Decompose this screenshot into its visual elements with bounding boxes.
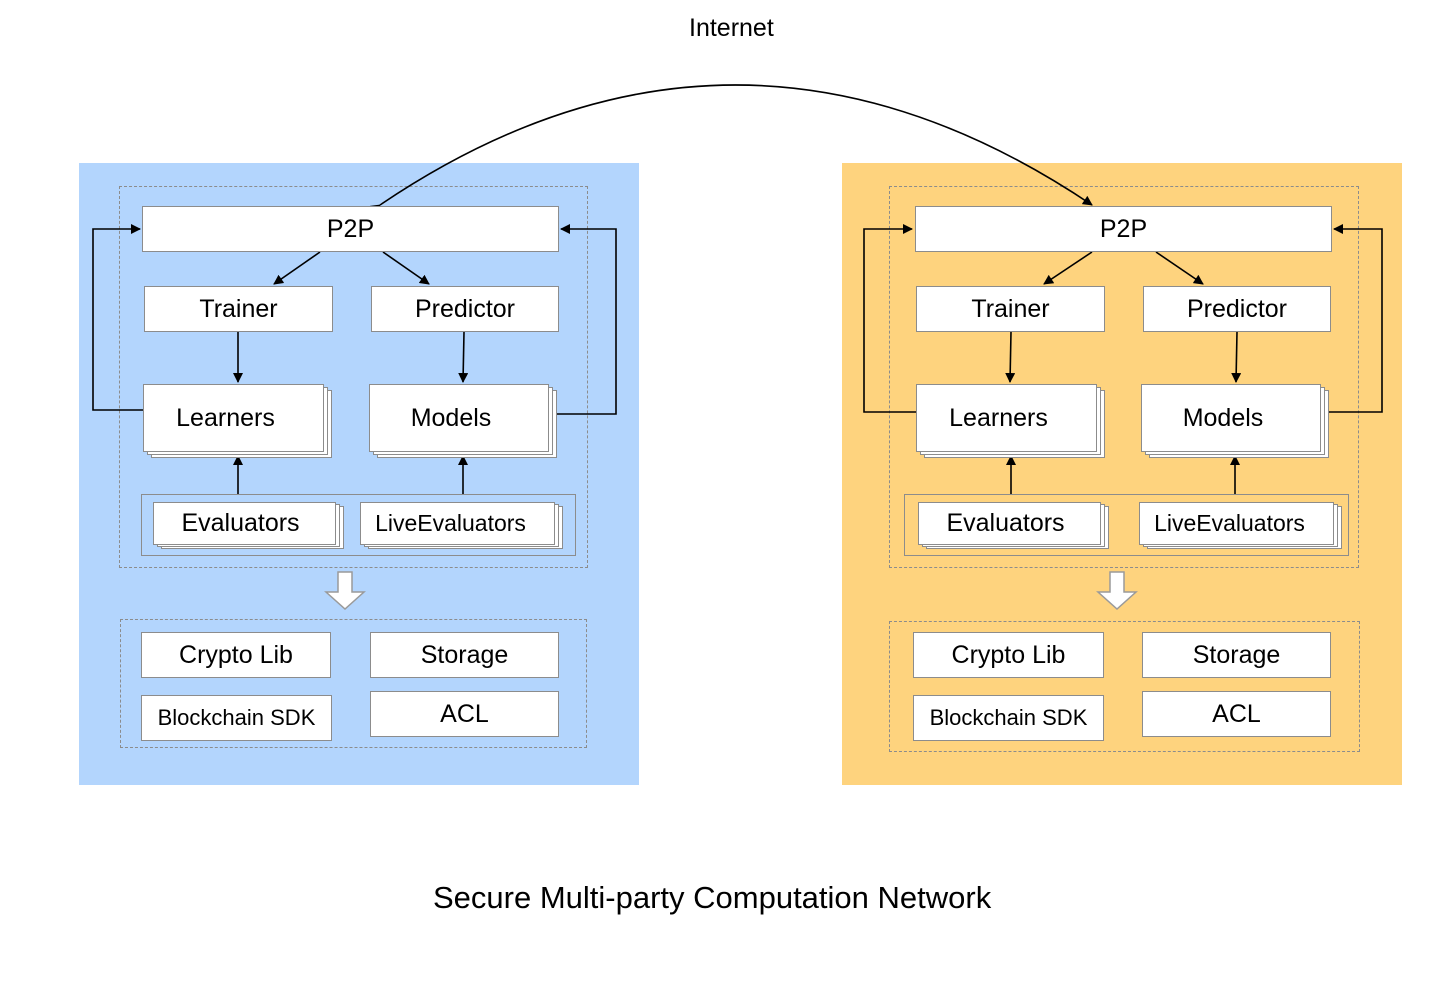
right-evaluators-box: Evaluators — [918, 502, 1101, 545]
right-blockchain-sdk-label: Blockchain SDK — [929, 705, 1088, 730]
left-p2p-label: P2P — [326, 214, 375, 243]
left-infra-group — [120, 619, 587, 748]
right-storage-box: Storage — [1142, 632, 1331, 678]
right-learners-label: Learners — [949, 403, 1048, 432]
right-p2p-label: P2P — [1099, 214, 1148, 243]
left-storage-box: Storage — [370, 632, 559, 678]
left-storage-label: Storage — [420, 640, 509, 669]
right-core-group — [889, 186, 1359, 568]
right-learners-to-p2p-arrow — [863, 224, 916, 413]
left-core-group — [119, 186, 588, 568]
left-p2p-to-predictor-arrow — [382, 251, 430, 285]
left-models-to-p2p-arrow — [545, 224, 617, 415]
right-models-box: Models — [1141, 384, 1321, 452]
diagram-title: Secure Multi-party Computation Network — [433, 880, 992, 915]
left-trainer-label: Trainer — [199, 294, 278, 323]
left-crypto-lib-box: Crypto Lib — [141, 632, 331, 678]
left-predictor-label: Predictor — [414, 294, 516, 323]
right-trainer-label: Trainer — [971, 294, 1050, 323]
right-crypto-lib-box: Crypto Lib — [913, 632, 1104, 678]
right-live-evaluators-label: LiveEvaluators — [1154, 510, 1305, 536]
internet-label: Internet — [689, 14, 774, 42]
right-hollow-down-arrow — [1096, 571, 1138, 611]
left-evaluators-group — [141, 494, 576, 556]
right-acl-label: ACL — [1212, 699, 1261, 728]
left-blockchain-sdk-box: Blockchain SDK — [141, 695, 332, 741]
right-p2p-to-predictor-arrow — [1155, 251, 1204, 285]
left-learners-to-p2p-arrow — [92, 224, 143, 411]
right-crypto-lib-label: Crypto Lib — [951, 640, 1066, 669]
right-trainer-box: Trainer — [916, 286, 1105, 332]
left-crypto-lib-label: Crypto Lib — [179, 640, 293, 669]
left-trainer-box: Trainer — [144, 286, 333, 332]
right-storage-label: Storage — [1192, 640, 1281, 669]
right-evaluators-group — [904, 494, 1349, 556]
right-node-panel — [842, 163, 1402, 785]
left-live-evaluators-box: LiveEvaluators — [360, 502, 555, 545]
right-predictor-label: Predictor — [1186, 294, 1288, 323]
right-trainer-to-learners-arrow — [1005, 331, 1016, 383]
left-hollow-down-arrow — [324, 571, 366, 611]
left-predictor-to-models-arrow — [458, 331, 469, 383]
left-evaluators-label: Evaluators — [181, 509, 300, 537]
left-learners-box: Learners — [143, 384, 324, 452]
right-models-to-p2p-arrow — [1318, 224, 1383, 413]
left-models-label: Models — [410, 403, 492, 432]
right-predictor-to-models-arrow — [1231, 331, 1242, 383]
left-live-evaluators-label: LiveEvaluators — [375, 510, 526, 536]
right-live-evaluators-box: LiveEvaluators — [1139, 502, 1334, 545]
right-acl-box: ACL — [1142, 691, 1331, 737]
left-models-box: Models — [369, 384, 549, 452]
right-learners-box: Learners — [916, 384, 1097, 452]
right-predictor-box: Predictor — [1143, 286, 1331, 332]
left-acl-box: ACL — [370, 691, 559, 737]
left-predictor-box: Predictor — [371, 286, 559, 332]
right-blockchain-sdk-box: Blockchain SDK — [913, 695, 1104, 741]
internet-link-arrow — [369, 84, 1093, 215]
right-infra-group — [889, 621, 1360, 752]
left-p2p-to-trainer-arrow — [273, 251, 321, 285]
left-evaluators-box: Evaluators — [153, 502, 336, 545]
right-models-label: Models — [1182, 403, 1264, 432]
left-p2p-box: P2P — [142, 206, 559, 252]
left-acl-label: ACL — [440, 699, 489, 728]
left-learners-label: Learners — [176, 403, 275, 432]
right-p2p-box: P2P — [915, 206, 1332, 252]
right-p2p-to-trainer-arrow — [1043, 251, 1093, 285]
right-evaluators-label: Evaluators — [946, 509, 1065, 537]
left-blockchain-sdk-label: Blockchain SDK — [157, 705, 316, 730]
left-node-panel — [79, 163, 639, 785]
